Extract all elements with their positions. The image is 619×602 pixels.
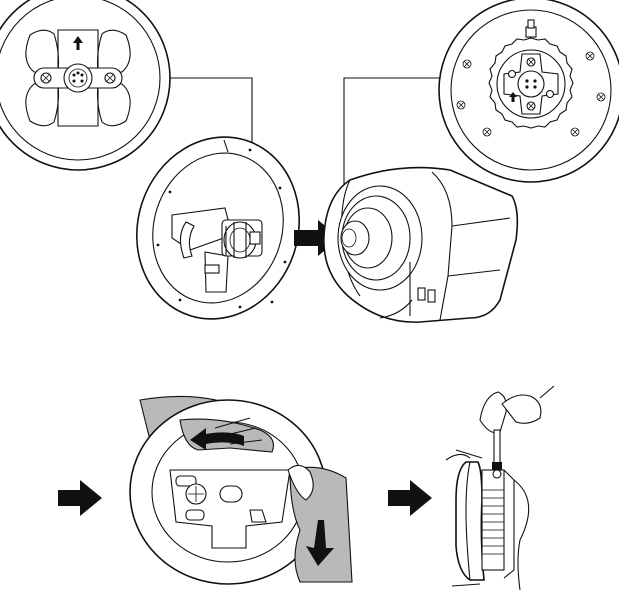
wheel-rim — [135, 136, 301, 320]
rotate-down-arrow-icon — [306, 520, 334, 566]
up-arrow-icon-base — [509, 92, 517, 102]
wheel-base — [323, 166, 519, 323]
rotate-left-arrow-icon — [190, 428, 244, 450]
hand-fingers-icon — [479, 391, 507, 434]
wheel-hub-closeup — [0, 0, 171, 171]
base-hub-closeup — [438, 0, 619, 183]
right-arrow-icon-left — [58, 480, 102, 516]
attach-rotate — [129, 395, 353, 585]
up-arrow-icon — [73, 36, 83, 50]
right-arrow-icon-right — [388, 480, 432, 516]
tighten-screw — [445, 385, 555, 591]
